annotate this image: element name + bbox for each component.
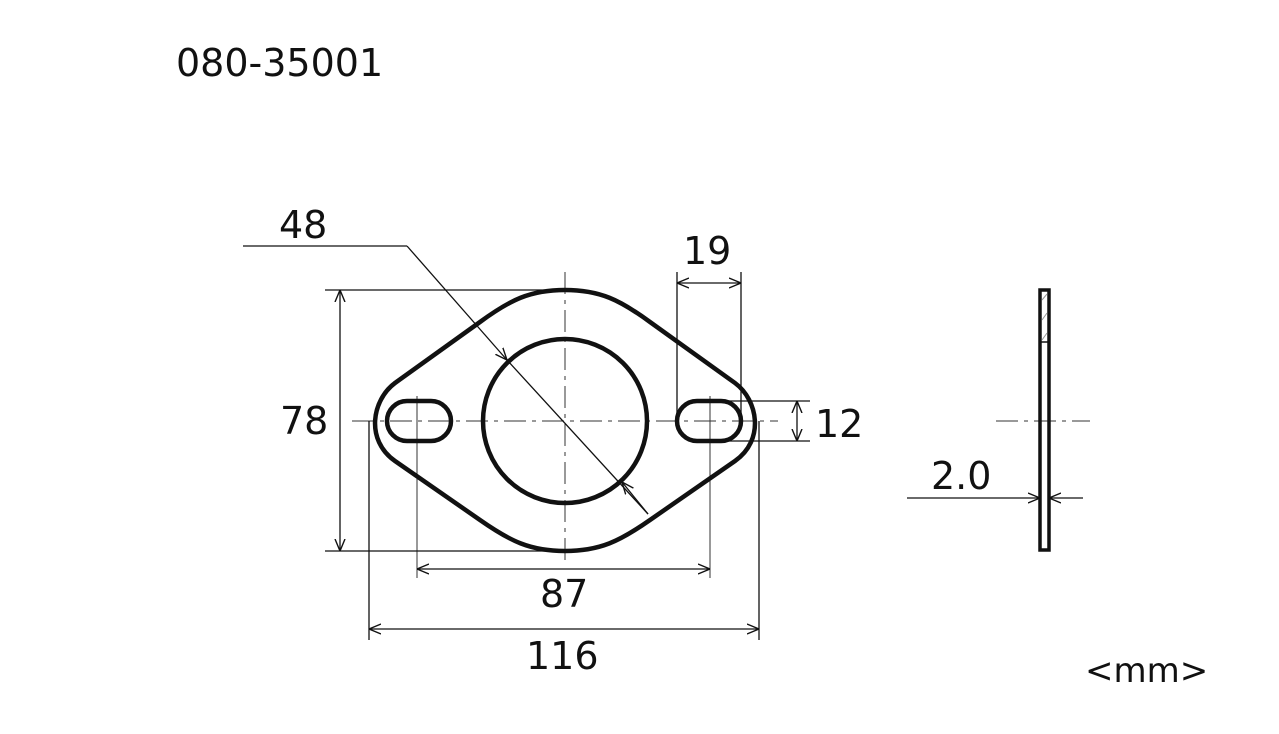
dim-slot-height — [725, 400, 810, 442]
dim-overall-width — [368, 421, 760, 640]
slot-centerlines — [416, 396, 711, 578]
dim-thickness-label: 2.0 — [931, 454, 991, 498]
dim-slot-height-label: 12 — [815, 402, 863, 446]
centerlines — [352, 272, 1090, 560]
dim-overall-height-label: 78 — [280, 399, 328, 443]
dim-bolt-spacing-label: 87 — [540, 572, 588, 616]
side-view — [1038, 288, 1051, 552]
dim-inner-diameter-label: 48 — [279, 203, 327, 247]
dim-slot-width — [676, 272, 742, 421]
dim-inner-diameter — [243, 245, 649, 515]
dim-slot-width-label: 19 — [683, 229, 731, 273]
dim-overall-width-label: 116 — [526, 634, 599, 678]
inner-bore — [480, 336, 650, 506]
part-number: 080-35001 — [176, 41, 383, 85]
left-bolt-slot — [384, 398, 454, 444]
dim-overall-height — [325, 289, 565, 552]
units-label: <mm> — [1085, 651, 1208, 691]
